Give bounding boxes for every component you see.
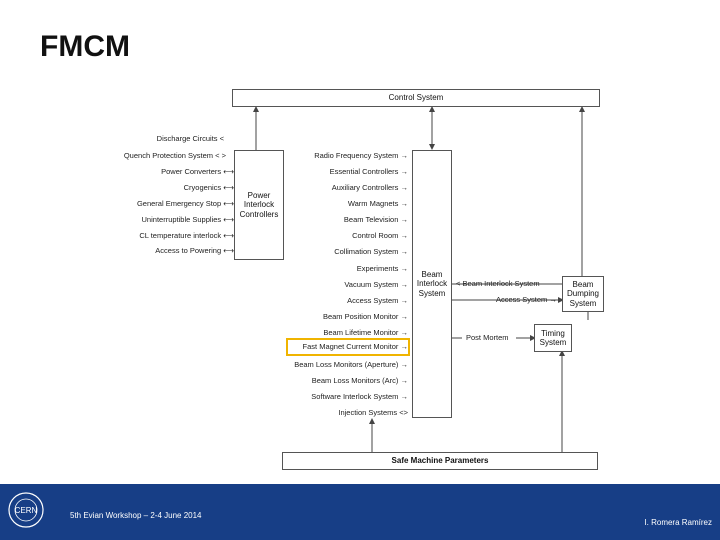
footer-bar [0, 484, 720, 540]
bis-input: Beam Loss Monitors (Aperture) → [294, 360, 408, 369]
input-quench-protection: Quench Protection System < > [123, 151, 226, 160]
beam-interlock-label: Beam Interlock System [416, 270, 448, 298]
bis-input: Control Room → [352, 231, 408, 240]
bis-input: Vacuum System → [344, 280, 408, 289]
bis-input: Essential Controllers → [329, 167, 408, 176]
link-beam-interlock-system: < Beam Interlock System [456, 279, 540, 288]
input-cl-temperature: CL temperature interlock ⟷ [139, 231, 234, 240]
beam-interlock-box: Beam Interlock System [412, 150, 452, 418]
bis-input: Auxiliary Controllers → [331, 183, 408, 192]
cern-logo-icon: CERN [8, 492, 44, 528]
bis-input: Software Interlock System → [311, 392, 408, 401]
control-system-label: Control System [388, 93, 444, 103]
input-uninterruptible-supplies: Uninterruptible Supplies ⟷ [141, 215, 234, 224]
input-power-converters: Power Converters ⟷ [161, 167, 234, 176]
footer-workshop: 5th Evian Workshop – 2-4 June 2014 [70, 511, 202, 520]
input-discharge-circuits: Discharge Circuits < [156, 134, 224, 143]
bis-input: Radio Frequency System → [314, 151, 408, 160]
logo-text: CERN [15, 506, 38, 515]
safe-machine-parameters-box: Safe Machine Parameters [282, 452, 598, 470]
beam-dumping-label: Beam Dumping System [566, 280, 599, 308]
timing-system-box: Timing System [534, 324, 572, 352]
timing-system-label: Timing System [539, 328, 567, 347]
beam-dumping-box: Beam Dumping System [562, 276, 604, 312]
power-interlock-box: Power Interlock Controllers [234, 150, 284, 260]
bis-input: Beam Lifetime Monitor → [323, 328, 408, 337]
bis-input: Access System → [347, 296, 408, 305]
power-interlock-label: Power Interlock Controllers [239, 191, 279, 219]
bis-input: Beam Position Monitor → [322, 312, 408, 321]
bis-input-fmcm: Fast Magnet Current Monitor → [302, 342, 408, 351]
diagram-connectors [253, 106, 589, 452]
fmcm-highlight [286, 338, 410, 356]
bis-input: Injection Systems <> [338, 408, 408, 417]
input-cryogenics: Cryogenics ⟷ [183, 183, 234, 192]
safe-machine-parameters-label: Safe Machine Parameters [391, 456, 489, 466]
bis-input: Warm Magnets → [347, 199, 408, 208]
footer-author: I. Romera Ramírez [644, 518, 712, 527]
control-system-box: Control System [232, 89, 600, 107]
input-emergency-stop: General Emergency Stop ⟷ [136, 199, 234, 208]
bis-input: Collimation System → [334, 247, 408, 256]
slide-title: FMCM [40, 30, 130, 63]
bis-input: Experiments → [356, 264, 408, 273]
link-access-system: Access System → [496, 295, 557, 304]
link-post-mortem: Post Mortem [466, 333, 509, 342]
bis-input: Beam Loss Monitors (Arc) → [311, 376, 408, 385]
bis-input: Beam Television → [343, 215, 408, 224]
input-access-powering: Access to Powering ⟷ [155, 246, 234, 255]
